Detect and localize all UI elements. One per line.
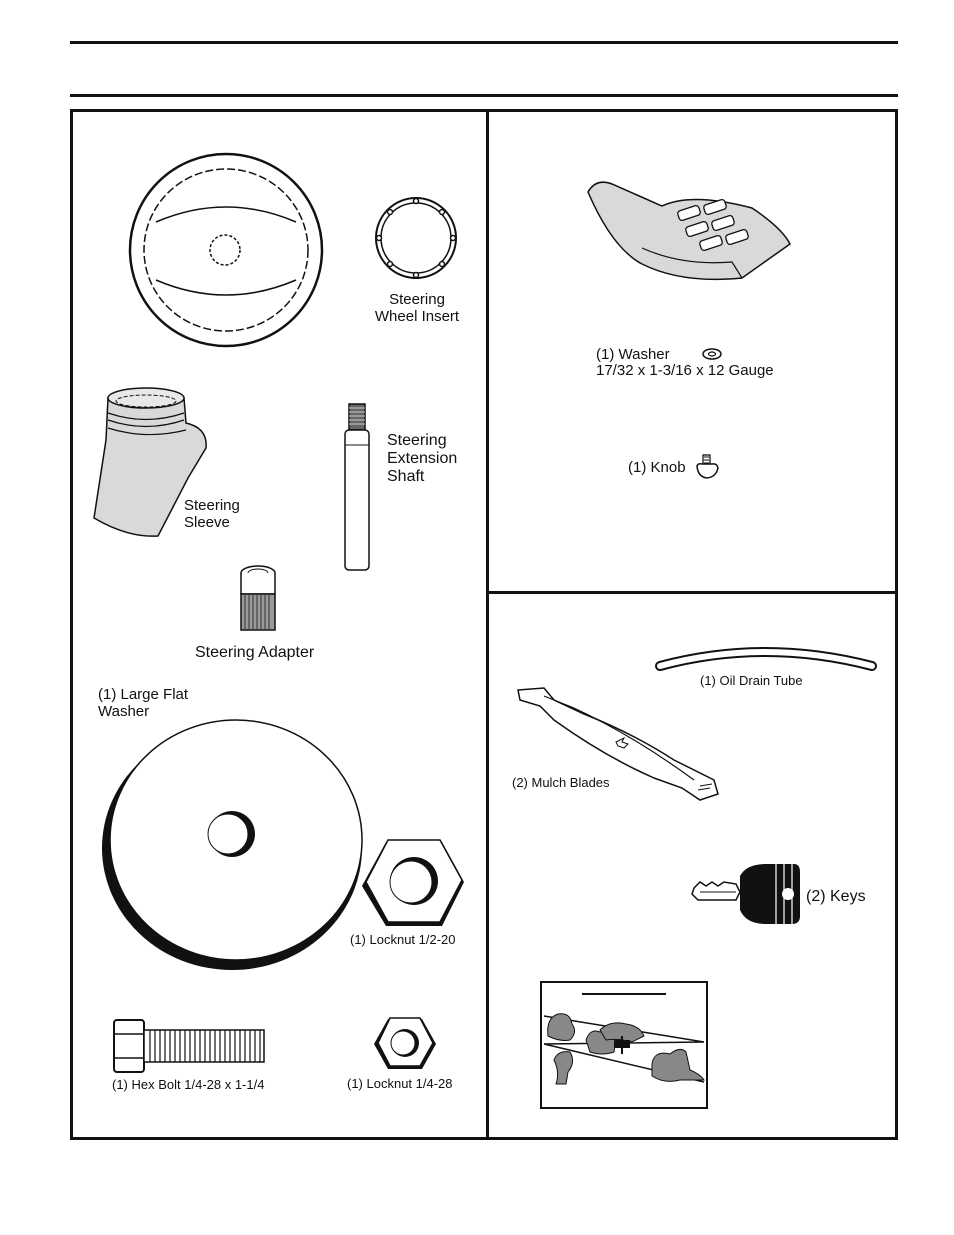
wheel-insert-icon <box>375 197 457 279</box>
locknut-quarter-label: (1) Locknut 1/4-28 <box>347 1076 453 1091</box>
decal-icon <box>540 981 708 1109</box>
header-rule-bottom <box>70 94 898 97</box>
large-washer-icon <box>102 719 363 970</box>
mulch-blade-icon <box>517 687 719 801</box>
hex-bolt-icon <box>113 1019 265 1073</box>
seat-icon <box>587 181 791 281</box>
knob-label: (1) Knob <box>628 459 686 476</box>
parts-frame <box>70 109 898 1140</box>
extension-shaft-icon <box>344 403 370 571</box>
mulch-blades-label: (2) Mulch Blades <box>512 775 610 790</box>
frame-divider-horizontal <box>486 591 898 594</box>
small-washer-icon <box>702 348 722 360</box>
header-rule-top <box>70 41 898 44</box>
knob-icon <box>696 454 719 479</box>
steering-sleeve-label: Steering Sleeve <box>184 497 240 531</box>
washer-size-label: 17/32 x 1-3/16 x 12 Gauge <box>596 362 774 379</box>
steering-wheel-insert-label: Steering Wheel Insert <box>374 291 460 325</box>
steering-sleeve-icon <box>93 387 207 537</box>
locknut-half-icon <box>362 839 464 926</box>
large-flat-washer-label: (1) Large Flat Washer <box>98 686 189 720</box>
washer-label: (1) Washer <box>596 346 670 363</box>
key-icon <box>691 864 800 924</box>
hex-bolt-label: (1) Hex Bolt 1/4-28 x 1-1/4 <box>112 1077 265 1092</box>
steering-adapter-label: Steering Adapter <box>195 644 315 661</box>
steering-extension-shaft-label: Steering Extension Shaft <box>387 432 458 485</box>
steering-adapter-icon <box>240 565 276 631</box>
locknut-quarter-icon <box>374 1017 436 1069</box>
steering-wheel-icon <box>128 152 324 348</box>
oil-drain-tube-label: (1) Oil Drain Tube <box>700 673 803 688</box>
frame-divider-vertical <box>486 109 489 1140</box>
keys-label: (2) Keys <box>806 888 866 905</box>
locknut-half-label: (1) Locknut 1/2-20 <box>350 932 456 947</box>
oil-drain-tube-icon <box>655 647 877 671</box>
